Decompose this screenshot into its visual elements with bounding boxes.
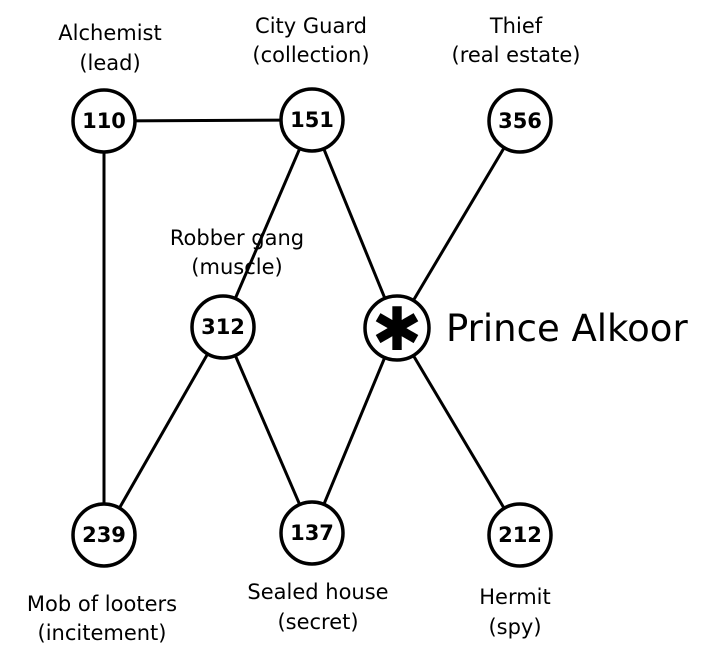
node-thief-label-line1: Thief — [489, 14, 543, 38]
edge-robber-gang-to-mob — [102, 326, 225, 536]
edge-alchemist-to-city-guard — [103, 118, 313, 123]
edge-city-guard-to-center — [310, 119, 399, 329]
node-city-guard-circle — [279, 87, 345, 153]
edge-center-to-hermit — [395, 327, 522, 536]
node-hermit: 212 Hermit (spy) — [479, 502, 553, 639]
node-mob-label-line2: (incitement) — [38, 621, 167, 645]
node-sealed-house: 137 Sealed house (secret) — [247, 500, 389, 634]
node-mob: 239 Mob of looters (incitement) — [27, 502, 177, 645]
node-robber-gang-label-line1: Robber gang — [170, 226, 304, 250]
node-thief-label-line2: (real estate) — [452, 43, 581, 67]
node-center-circle — [363, 294, 431, 362]
node-city-guard: City Guard (collection) 151 — [252, 14, 370, 153]
node-hermit-number: 212 — [498, 523, 542, 547]
node-sealed-house-label-line1: Sealed house — [247, 580, 388, 604]
node-sealed-house-circle — [279, 500, 345, 566]
node-mob-number: 239 — [82, 523, 126, 547]
asterisk-icon: ✱ — [372, 295, 422, 365]
node-alchemist-number: 110 — [82, 109, 126, 133]
node-city-guard-label-line2: (collection) — [252, 43, 369, 67]
node-robber-gang-number: 312 — [201, 315, 245, 339]
edge-city-guard-to-robber-gang — [221, 119, 314, 328]
node-sealed-house-number: 137 — [290, 521, 334, 545]
connection-lines — [102, 118, 522, 536]
node-thief: Thief (real estate) 356 — [452, 14, 581, 154]
node-robber-gang: Robber gang (muscle) 312 — [170, 226, 304, 360]
edge-center-to-sealed-house — [310, 327, 399, 534]
node-alchemist-label-line2: (lead) — [79, 51, 140, 75]
edge-thief-to-center — [395, 120, 522, 329]
node-alchemist-circle — [71, 88, 137, 154]
node-robber-gang-circle — [190, 294, 256, 360]
node-thief-number: 356 — [498, 109, 542, 133]
node-hermit-label-line2: (spy) — [488, 615, 541, 639]
node-city-guard-number: 151 — [290, 108, 334, 132]
node-robber-gang-label-line2: (muscle) — [191, 255, 282, 279]
edge-robber-gang-to-sealed-house — [221, 326, 314, 534]
node-hermit-label-line1: Hermit — [479, 585, 551, 609]
node-sealed-house-label-line2: (secret) — [277, 610, 358, 634]
node-city-guard-label-line1: City Guard — [255, 14, 367, 38]
node-thief-circle — [487, 88, 553, 154]
node-mob-circle — [71, 502, 137, 568]
node-alchemist-label-line1: Alchemist — [58, 21, 161, 45]
node-center: ✱ Prince Alkoor — [363, 294, 688, 365]
node-mob-label-line1: Mob of looters — [27, 592, 177, 616]
node-alchemist: Alchemist (lead) 110 — [58, 21, 162, 154]
node-hermit-circle — [487, 502, 553, 568]
center-name: Prince Alkoor — [446, 307, 688, 350]
